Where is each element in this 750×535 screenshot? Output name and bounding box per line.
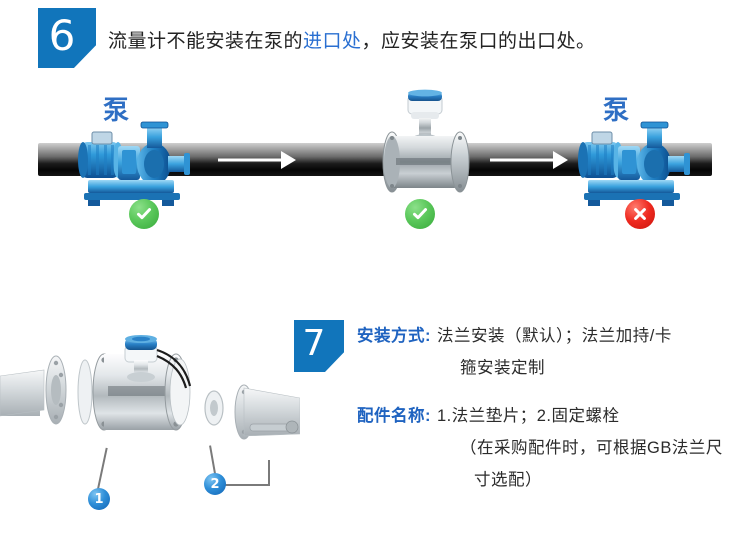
arrow-head — [553, 151, 568, 169]
pump-right-label: 泵 — [603, 95, 631, 125]
headline-highlight: 进口处 — [303, 31, 362, 52]
pump-left-label: 泵 — [103, 95, 131, 125]
spec-key-install-method: 安装方式: — [357, 327, 431, 345]
check-icon — [137, 208, 151, 220]
arrow-shaft — [490, 158, 556, 162]
spec-continuation-accessory-1: （在采购配件时，可根据GB法兰尺 — [460, 439, 723, 457]
flowmeter-inline-illustration — [382, 89, 470, 193]
exploded-assembly-illustration — [0, 335, 300, 440]
spec-value-accessory-name: 1.法兰垫片；2.固定螺栓 — [437, 407, 620, 425]
spec-value-install-method: 法兰安装（默认）；法兰加持/卡 — [437, 327, 672, 345]
spec-line-primary: 安装方式: 法兰安装（默认）；法兰加持/卡 — [357, 322, 672, 346]
spec-row-accessory-name: 配件名称: 1.法兰垫片；2.固定螺栓 （在采购配件时，可根据GB法兰尺 寸选配… — [357, 402, 723, 490]
spec-line-primary: 配件名称: 1.法兰垫片；2.固定螺栓 — [357, 402, 723, 426]
flow-arrow-left — [218, 150, 296, 170]
step-badge-7-number: 7 — [302, 323, 326, 364]
arrow-head — [281, 151, 296, 169]
step-badge-6: 6 — [38, 8, 96, 68]
callout-2: 2 — [204, 473, 226, 495]
headline-post: ，应安装在泵口的出口处。 — [361, 31, 596, 52]
flow-arrow-right — [490, 150, 568, 170]
spec-row-install-method: 安装方式: 法兰安装（默认）；法兰加持/卡 箍安装定制 — [357, 322, 672, 378]
headline-pre: 流量计不能安装在泵的 — [108, 31, 304, 52]
callout-2-number: 2 — [210, 476, 220, 492]
spec-continuation-install-method-1: 箍安装定制 — [460, 359, 545, 377]
status-badge-left-ok — [129, 199, 159, 229]
spec-continuation-accessory-2: 寸选配） — [474, 471, 542, 489]
section6-headline: 流量计不能安装在泵的进口处，应安装在泵口的出口处。 — [108, 26, 596, 53]
callout-1-number: 1 — [94, 491, 104, 507]
callout-1: 1 — [88, 488, 110, 510]
spec-key-accessory-name: 配件名称: — [357, 407, 431, 425]
status-badge-right-cross — [625, 199, 655, 229]
pump-right-illustration — [578, 121, 690, 206]
step-badge-6-number: 6 — [48, 11, 76, 60]
leader-line-2c — [268, 460, 270, 485]
leader-line-2b — [222, 484, 270, 486]
arrow-shaft — [218, 158, 284, 162]
pump-left-illustration — [78, 121, 190, 206]
cross-icon — [634, 208, 646, 220]
step-badge-7: 7 — [294, 320, 344, 372]
status-badge-middle-ok — [405, 199, 435, 229]
check-icon — [413, 208, 427, 220]
